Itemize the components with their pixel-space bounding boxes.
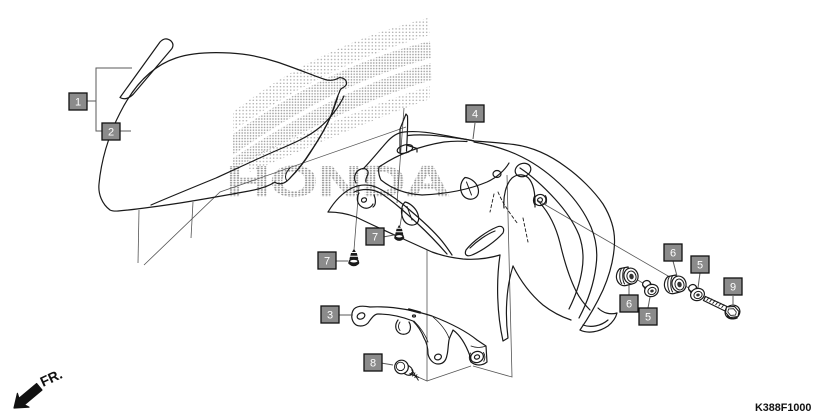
svg-text:5: 5 — [645, 312, 651, 324]
svg-text:3: 3 — [327, 310, 333, 322]
svg-text:1: 1 — [75, 97, 81, 109]
svg-text:FR.: FR. — [38, 366, 65, 390]
svg-text:K388F1000: K388F1000 — [755, 402, 811, 414]
svg-text:2: 2 — [108, 127, 114, 139]
svg-text:5: 5 — [697, 260, 703, 272]
svg-text:7: 7 — [372, 232, 378, 244]
svg-text:7: 7 — [324, 256, 330, 268]
svg-text:6: 6 — [626, 299, 632, 311]
svg-text:8: 8 — [370, 358, 376, 370]
svg-text:4: 4 — [472, 109, 478, 121]
svg-text:9: 9 — [730, 282, 736, 294]
svg-text:HONDA: HONDA — [226, 158, 450, 206]
svg-text:6: 6 — [670, 248, 676, 260]
